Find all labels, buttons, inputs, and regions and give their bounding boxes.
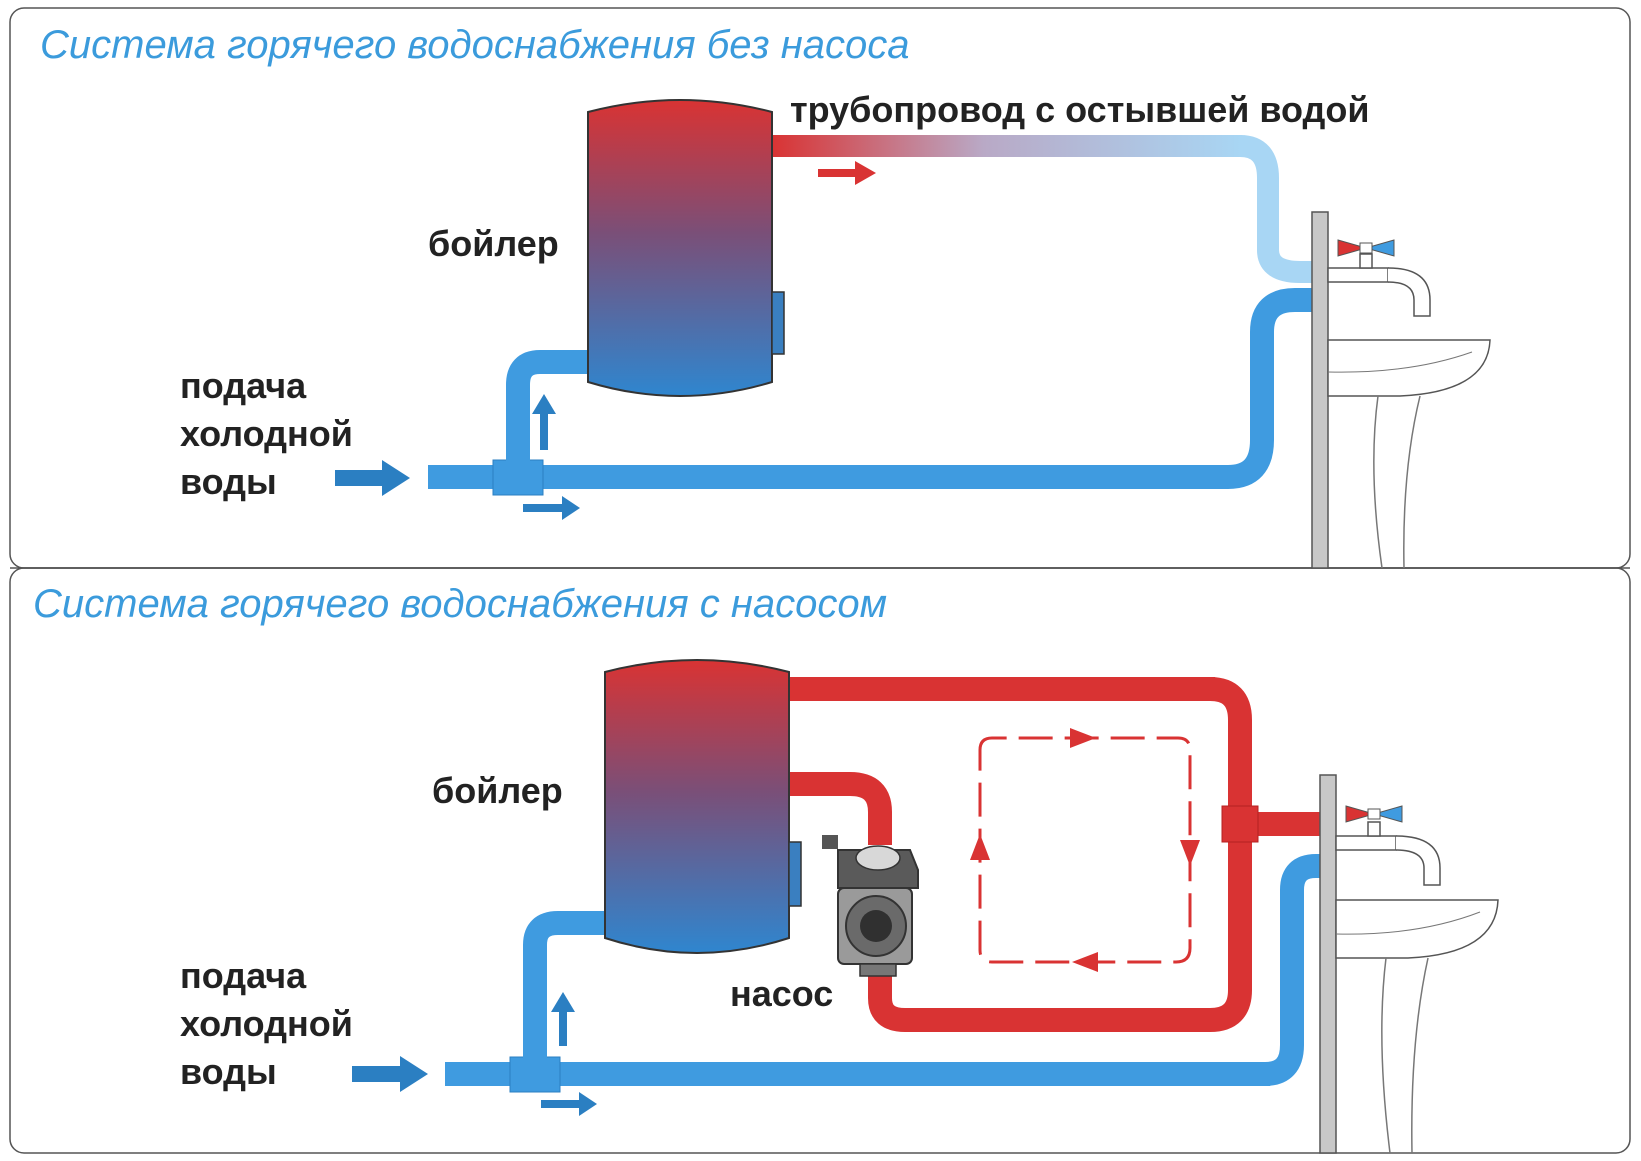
top-supply-label-2: холодной bbox=[180, 413, 353, 454]
bottom-supply-arrow bbox=[352, 1056, 428, 1092]
bottom-flow-arrow-up bbox=[551, 992, 575, 1046]
top-title: Система горячего водоснабжения без насос… bbox=[40, 23, 909, 67]
top-supply-label-1: подача bbox=[180, 365, 307, 406]
top-flow-arrow-right bbox=[523, 496, 580, 520]
top-supply-label-3: воды bbox=[180, 461, 277, 502]
bottom-flow-arrow-right bbox=[541, 1092, 597, 1116]
top-cooled-pipe bbox=[772, 135, 1315, 283]
top-boiler bbox=[587, 99, 785, 397]
faucet-icon bbox=[1335, 805, 1441, 886]
valve-icon bbox=[1345, 805, 1403, 823]
pump-icon bbox=[822, 835, 919, 977]
top-boiler-label: бойлер bbox=[428, 223, 559, 264]
top-hot-arrow bbox=[818, 161, 876, 185]
bottom-cold-pipe bbox=[445, 854, 1322, 1093]
bottom-title: Система горячего водоснабжения с насосом bbox=[33, 582, 887, 626]
top-cold-pipe bbox=[428, 288, 1315, 496]
top-flow-arrow-up bbox=[532, 394, 556, 450]
bottom-hot-pipe bbox=[787, 677, 1320, 1032]
top-supply-arrow bbox=[335, 460, 410, 496]
bottom-supply-label-2: холодной bbox=[180, 1003, 353, 1044]
sink-icon bbox=[1335, 899, 1499, 1154]
top-sink bbox=[1311, 211, 1491, 569]
bottom-sink bbox=[1319, 774, 1499, 1154]
bottom-supply-label-1: подача bbox=[180, 955, 307, 996]
valve-icon bbox=[1337, 239, 1395, 257]
circulation-loop bbox=[970, 728, 1200, 972]
sink-icon bbox=[1327, 339, 1491, 569]
bottom-boiler-label: бойлер bbox=[432, 770, 563, 811]
bottom-boiler bbox=[604, 659, 802, 954]
bottom-supply-label-3: воды bbox=[180, 1051, 277, 1092]
top-pipe-label: трубопровод с остывшей водой bbox=[790, 89, 1370, 130]
bottom-pump-label: насос bbox=[730, 973, 833, 1014]
faucet-icon bbox=[1327, 239, 1431, 317]
